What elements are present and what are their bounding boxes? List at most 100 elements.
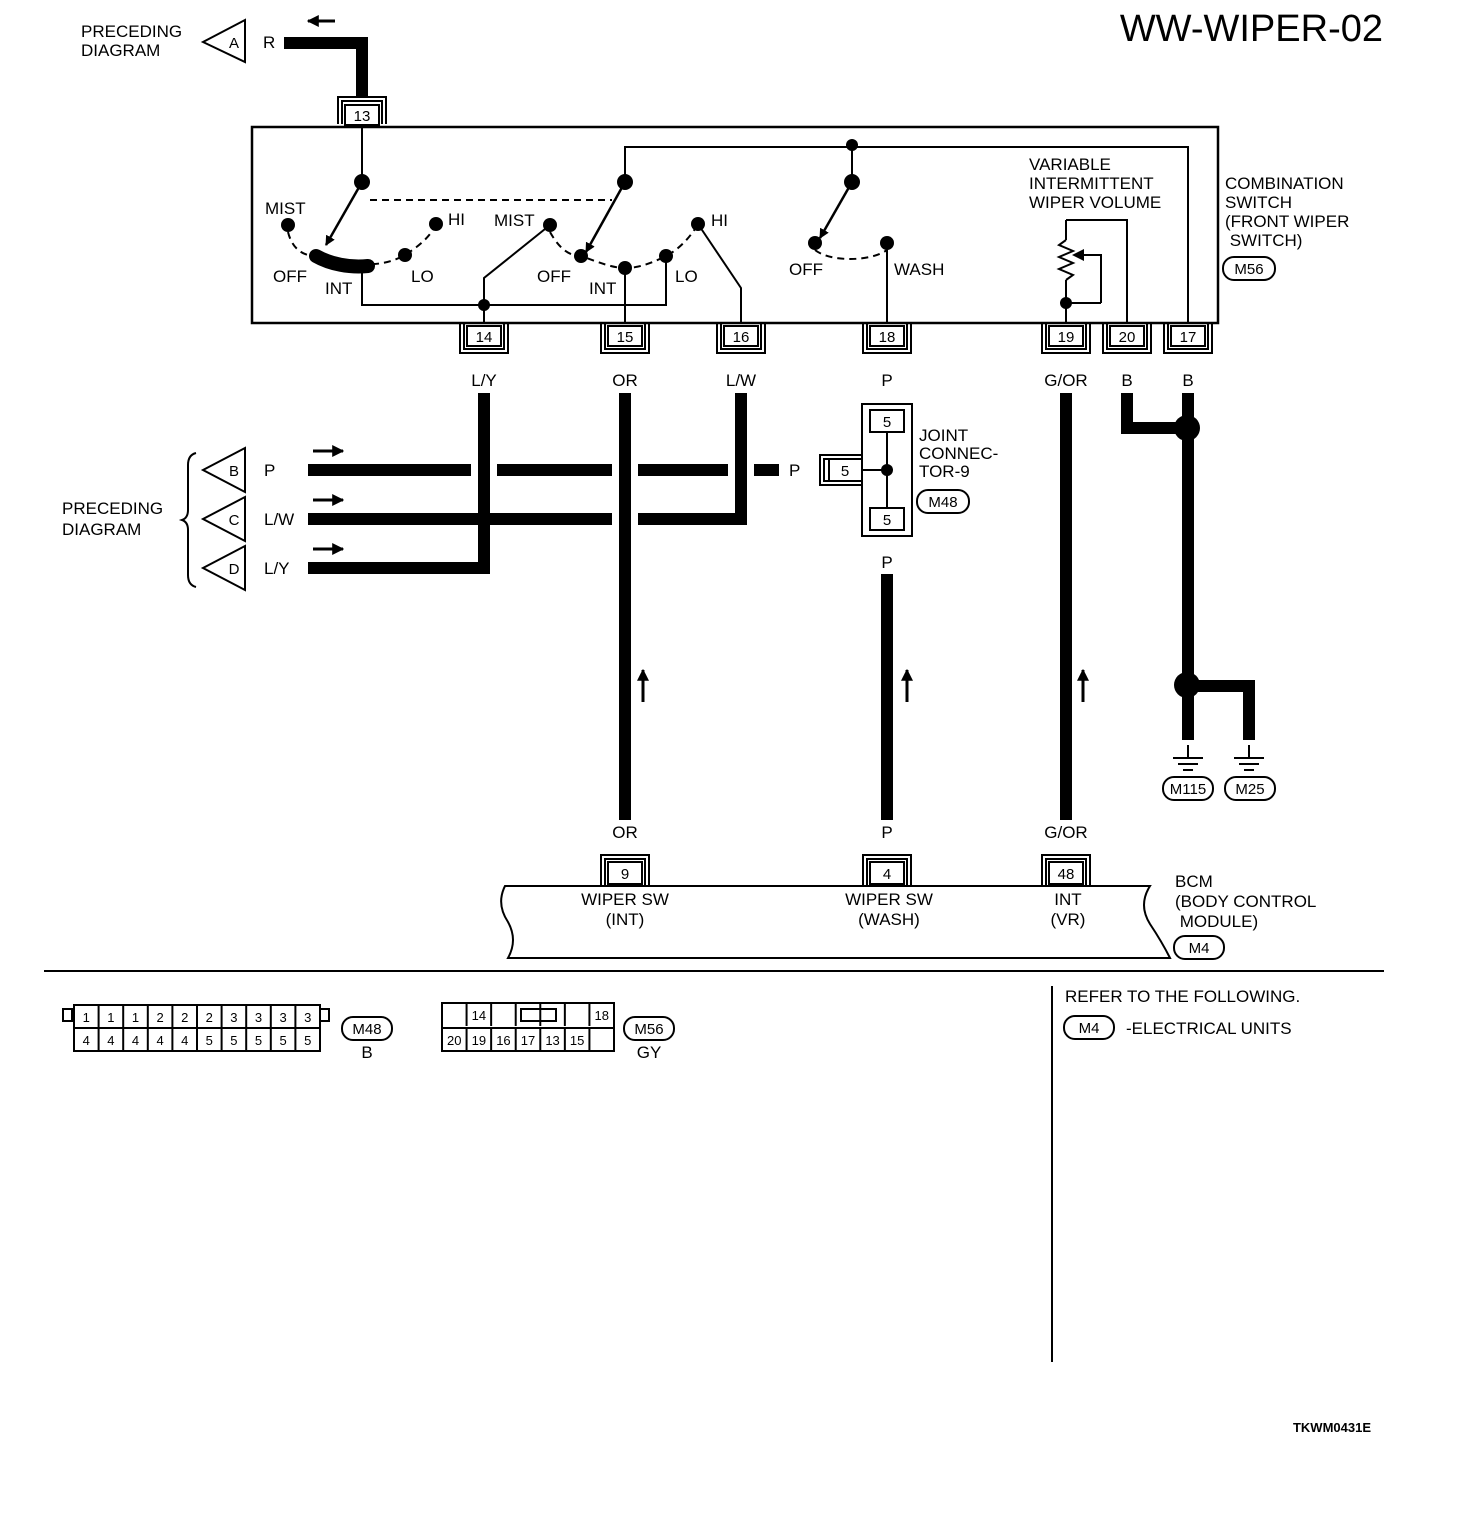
connector-pin-number: 13 xyxy=(545,1033,559,1048)
svg-text:M25: M25 xyxy=(1235,781,1264,798)
connector-pin-number: 1 xyxy=(132,1010,139,1025)
label-line: MODULE) xyxy=(1175,912,1258,931)
connector-pin-number: 5 xyxy=(255,1033,262,1048)
label-line: VARIABLE xyxy=(1029,155,1111,174)
label-line: PRECEDING xyxy=(62,499,163,518)
label-line: WIPER VOLUME xyxy=(1029,193,1161,212)
figure-code: TKWM0431E xyxy=(1293,1420,1371,1435)
svg-text:19: 19 xyxy=(1058,329,1075,346)
connector-pin-number: 15 xyxy=(570,1033,584,1048)
off-page-connector-a: A xyxy=(200,18,246,64)
wire-color-d: L/Y xyxy=(264,559,290,578)
svg-text:M56: M56 xyxy=(1234,261,1263,278)
connector-pin-number: 4 xyxy=(83,1033,90,1048)
wire-color-bcm-4: P xyxy=(881,823,892,842)
connector-pin-number: 2 xyxy=(156,1010,163,1025)
washer-arc xyxy=(814,249,888,260)
switch1-arc-mist xyxy=(287,231,317,257)
switch2-lo-lead xyxy=(484,256,667,306)
wire-color-r-13: R xyxy=(356,64,368,83)
svg-text:18: 18 xyxy=(879,329,896,346)
switch2-common-bus xyxy=(624,146,1189,323)
svg-text:M56: M56 xyxy=(634,1021,663,1038)
label-lo-1: LO xyxy=(411,267,434,286)
connector-pin-number: 3 xyxy=(279,1010,286,1025)
connector-face-color-m48: B xyxy=(361,1043,372,1062)
connector-badge-m4: M4 xyxy=(1173,935,1225,960)
label-line: DIAGRAM xyxy=(81,41,160,60)
label-line: PRECEDING xyxy=(81,22,182,41)
connector-pin-number: 5 xyxy=(206,1033,213,1048)
connector-pin-number: 17 xyxy=(521,1033,535,1048)
label-line: INT xyxy=(1054,890,1081,909)
connector-pin-number: 14 xyxy=(472,1008,486,1023)
reference-text: -ELECTRICAL UNITS xyxy=(1126,1019,1292,1038)
splice-lower xyxy=(1174,672,1200,698)
wire-color-p-joint: P xyxy=(789,461,800,480)
terminal-14: 14 xyxy=(459,323,509,354)
connector-pin-number: 2 xyxy=(206,1010,213,1025)
preceding-brace xyxy=(178,452,197,588)
connector-face-badge-m48: M48 xyxy=(341,1016,393,1041)
connector-pin-number: 1 xyxy=(83,1010,90,1025)
bcm-pin-48: 48 xyxy=(1041,854,1091,885)
terminal-18: 18 xyxy=(862,323,912,354)
label-line: CONNEC- xyxy=(919,444,998,463)
wire-color-ground-m115: B xyxy=(1182,725,1193,744)
label-line: (INT) xyxy=(606,910,645,929)
wire-b-20 xyxy=(1121,393,1188,434)
connector-pin-number: 3 xyxy=(255,1010,262,1025)
off-page-connector-c: C xyxy=(200,495,246,543)
wire-color-16: L/W xyxy=(726,371,756,390)
washer-contact-off xyxy=(808,236,822,250)
bcm-name: BCM(BODY CONTROL MODULE) xyxy=(1175,872,1316,931)
terminal-15: 15 xyxy=(600,323,650,354)
label-wash: WASH xyxy=(894,260,944,279)
label-off-1: OFF xyxy=(273,267,307,286)
wire-ly-from-d xyxy=(308,393,490,574)
bcm-pin-9: 9 xyxy=(600,854,650,885)
wire-color-14: L/Y xyxy=(471,371,497,390)
ground-badge-m25: M25 xyxy=(1224,776,1276,801)
label-line: INTERMITTENT xyxy=(1029,174,1154,193)
svg-text:16: 16 xyxy=(733,329,750,346)
label-off-2: OFF xyxy=(537,267,571,286)
switch2-hi-lead xyxy=(697,223,742,323)
wire-color-17: B xyxy=(1182,371,1193,390)
label-int-1: INT xyxy=(325,279,352,298)
svg-text:M48: M48 xyxy=(352,1021,381,1038)
connector-pin-number: 3 xyxy=(230,1010,237,1025)
svg-text:M4: M4 xyxy=(1079,1020,1100,1037)
joint-pin-left: 5 xyxy=(841,463,849,480)
svg-text:17: 17 xyxy=(1180,329,1197,346)
terminal-16: 16 xyxy=(716,323,766,354)
wire-color-18: P xyxy=(881,371,892,390)
bcm-pin-4-label: WIPER SW(WASH) xyxy=(845,890,933,929)
wire-lw-from-c xyxy=(308,393,747,525)
ground-badge-m115: M115 xyxy=(1162,776,1214,801)
joint-pin-top: 5 xyxy=(883,414,891,431)
bcm-pin-4: 4 xyxy=(862,854,912,885)
label-line: BCM xyxy=(1175,872,1213,891)
diagram-title: WW-WIPER-02 xyxy=(1120,8,1383,50)
label-line: COMBINATION xyxy=(1225,174,1344,193)
reference-heading: REFER TO THE FOLLOWING. xyxy=(1065,987,1300,1006)
connector-pin-number: 4 xyxy=(132,1033,139,1048)
connector-badge-m48-joint: M48 xyxy=(916,489,970,514)
connector-pin-number: 5 xyxy=(230,1033,237,1048)
off-page-connector-d: D xyxy=(200,544,246,592)
wire-r-input xyxy=(284,37,368,96)
splice-upper xyxy=(1174,415,1200,441)
washer-bus-junction xyxy=(846,139,858,151)
label-hi-2: HI xyxy=(711,211,728,230)
connector-pin-number: 5 xyxy=(279,1033,286,1048)
svg-text:C: C xyxy=(229,512,240,529)
label-line: SWITCH xyxy=(1225,193,1292,212)
label-lo-2: LO xyxy=(675,267,698,286)
